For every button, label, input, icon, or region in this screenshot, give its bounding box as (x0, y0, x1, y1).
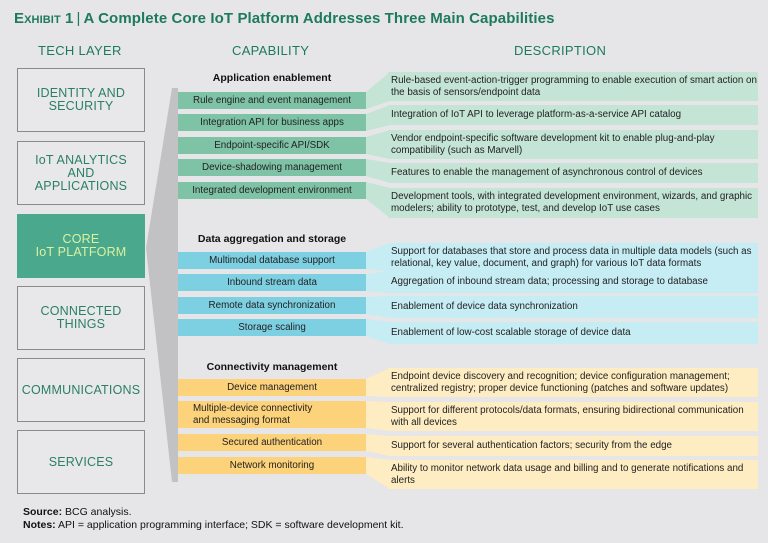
connector-11 (366, 434, 390, 456)
source-text: BCG analysis. (62, 506, 132, 518)
capability-secured-auth: Secured authentication (178, 434, 366, 451)
capability-inbound-stream: Inbound stream data (178, 274, 366, 291)
description-device-management: Endpoint device discovery and recognitio… (388, 368, 758, 397)
expansion-wedge (146, 88, 178, 482)
connector-5 (366, 243, 390, 272)
description-connectors (366, 72, 390, 489)
group-title-application-enablement: Application enablement (212, 72, 332, 84)
capability-storage-scaling: Storage scaling (178, 319, 366, 336)
connector-10 (366, 401, 390, 431)
exhibit-title: Exhibit 1|A Complete Core IoT Platform A… (14, 10, 555, 27)
tech-layer-iot-analytics: IoT ANALYTICS AND APPLICATIONS (17, 141, 145, 205)
capability-ide: Integrated development environment (178, 182, 366, 199)
column-header-tech-layer: TECH LAYER (38, 43, 122, 58)
description-network-monitoring: Ability to monitor network data usage an… (388, 460, 758, 489)
footer-notes: Source: BCG analysis. Notes: API = appli… (23, 506, 404, 532)
column-header-description: DESCRIPTION (514, 43, 607, 58)
connector-9 (366, 368, 390, 397)
capability-network-monitoring: Network monitoring (178, 457, 366, 474)
description-rule-engine: Rule-based event-action-trigger programm… (388, 72, 758, 101)
capability-device-shadowing: Device-shadowing management (178, 159, 366, 176)
capability-device-management: Device management (178, 379, 366, 396)
description-endpoint-api-sdk: Vendor endpoint-specific software develo… (388, 130, 758, 159)
notes-label: Notes: (23, 519, 56, 531)
connector-3 (366, 159, 390, 183)
group-title-connectivity: Connectivity management (206, 361, 338, 373)
tech-layer-identity-security: IDENTITY AND SECURITY (17, 68, 145, 132)
connector-1 (366, 105, 390, 131)
connector-8 (366, 319, 390, 344)
connector-0 (366, 72, 390, 109)
tech-layer-connected-things: CONNECTED THINGS (17, 286, 145, 350)
tech-layer-services: SERVICES (17, 430, 145, 494)
description-secured-auth: Support for several authentication facto… (388, 436, 758, 456)
description-integration-api: Integration of IoT API to leverage platf… (388, 105, 758, 125)
notes-line: Notes: API = application programming int… (23, 519, 404, 532)
description-ide: Development tools, with integrated devel… (388, 188, 758, 218)
tech-layer-communications: COMMUNICATIONS (17, 358, 145, 422)
description-storage-scaling: Enablement of low-cost scalable storage … (388, 322, 758, 344)
connector-12 (366, 457, 390, 489)
notes-text: API = application programming interface;… (55, 519, 404, 531)
title-separator: | (76, 10, 81, 27)
description-multimodal-db: Support for databases that store and pro… (388, 243, 758, 272)
connector-6 (366, 271, 390, 293)
capability-integration-api: Integration API for business apps (178, 114, 366, 131)
capability-remote-sync: Remote data synchronization (178, 297, 366, 314)
description-remote-sync: Enablement of device data synchronizatio… (388, 296, 758, 318)
column-header-capability: CAPABILITY (232, 43, 310, 58)
title-text: A Complete Core IoT Platform Addresses T… (83, 10, 555, 27)
connector-7 (366, 296, 390, 318)
group-title-data-aggregation: Data aggregation and storage (197, 233, 347, 245)
description-multi-device: Support for different protocols/data for… (388, 402, 758, 431)
source-label: Source: (23, 506, 63, 518)
capability-rule-engine: Rule engine and event management (178, 92, 366, 109)
capability-multimodal-db: Multimodal database support (178, 252, 366, 269)
capability-endpoint-api-sdk: Endpoint-specific API/SDK (178, 137, 366, 154)
description-device-shadowing: Features to enable the management of asy… (388, 163, 758, 183)
description-inbound-stream: Aggregation of inbound stream data; proc… (388, 271, 758, 293)
exhibit-number: Exhibit 1 (14, 10, 74, 27)
connector-4 (366, 182, 390, 218)
capability-multi-device: Multiple-device connectivity and messagi… (178, 401, 366, 428)
connector-2 (366, 130, 390, 159)
source-line: Source: BCG analysis. (23, 506, 404, 519)
tech-layer-core-iot-platform: CORE IoT PLATFORM (17, 214, 145, 278)
